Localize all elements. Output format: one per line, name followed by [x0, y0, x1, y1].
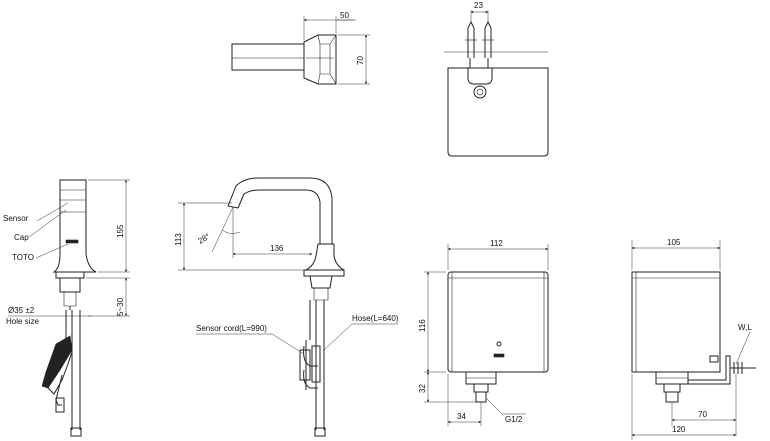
- label-cap: Cap: [14, 233, 29, 242]
- label-thread: G1/2: [505, 415, 523, 424]
- label-sensor: Sensor: [3, 214, 29, 223]
- control-box-top-view: 23: [444, 1, 549, 157]
- control-box-front-view: 112 116 32 34 G1/2: [418, 239, 549, 426]
- label-hose: Hose(L=640): [352, 314, 399, 323]
- faucet-side-view: Sensor Cap TOTO 155 5~30 Ø35 ±2 Hole siz…: [3, 179, 130, 437]
- dim-box-side-width: 105: [667, 238, 681, 247]
- dim-fitting-offset: 34: [457, 412, 466, 421]
- label-hole-size: Hole size: [6, 317, 39, 326]
- dim-top-width: 50: [340, 11, 349, 20]
- dim-reach: 136: [270, 244, 284, 253]
- control-box-side-view: W,L 105 70 120: [631, 238, 756, 440]
- label-sensor-cord: Sensor cord(L=990): [196, 324, 267, 333]
- dim-box-bottom: 32: [418, 384, 427, 393]
- dim-rise: 113: [174, 233, 183, 246]
- dim-bracket-offset: 70: [698, 410, 707, 419]
- dim-pin-spacing: 23: [474, 1, 483, 10]
- plan-view: 50 70: [231, 11, 370, 85]
- dim-deck-range: 5~30: [116, 297, 125, 316]
- dim-total-depth: 120: [672, 425, 686, 434]
- dim-top-height: 70: [356, 56, 365, 65]
- dim-box-front-width: 112: [490, 239, 503, 248]
- dim-box-height: 116: [418, 319, 427, 332]
- dim-spout-angle: 28°: [197, 232, 212, 246]
- dim-spout-height: 155: [116, 224, 125, 238]
- faucet-front-view: 28° 113 136 Sensor cord(L=990) Hose(L=64…: [174, 177, 399, 437]
- label-toto: TOTO: [12, 253, 34, 262]
- label-hole-diameter: Ø35 ±2: [8, 306, 35, 315]
- label-wl: W,L: [738, 323, 752, 332]
